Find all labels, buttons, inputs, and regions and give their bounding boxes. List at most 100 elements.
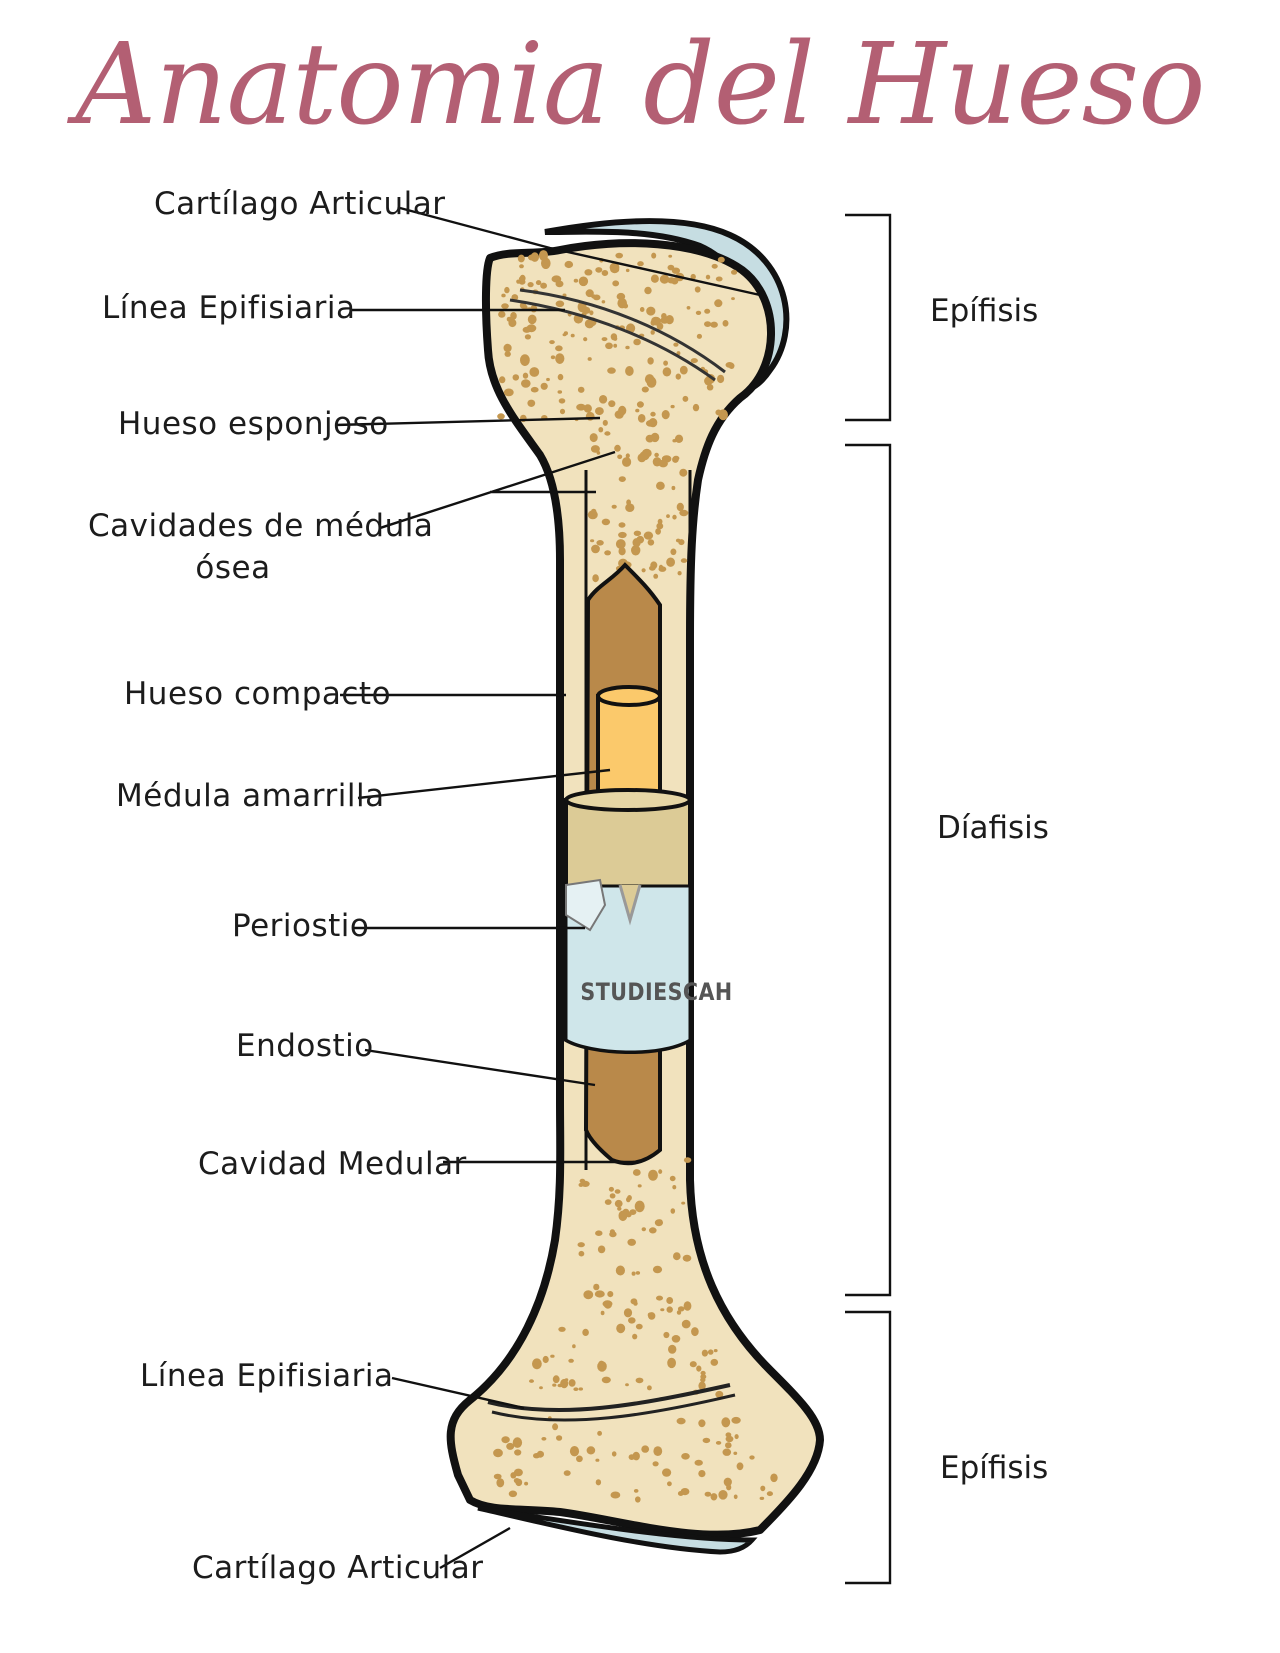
spongy-dot (667, 1481, 672, 1487)
spongy-dot (562, 333, 567, 337)
spongy-dot (672, 514, 677, 520)
spongy-dot (718, 1490, 728, 1500)
spongy-dot (493, 1448, 503, 1458)
spongy-dot (618, 531, 627, 539)
spongy-dot (607, 367, 616, 374)
spongy-dot (540, 382, 548, 390)
spongy-dot (517, 254, 525, 263)
spongy-dot (618, 405, 627, 416)
spongy-dot (595, 267, 603, 273)
spongy-dot (705, 274, 711, 280)
spongy-dot (601, 300, 606, 304)
spongy-dot (651, 316, 661, 324)
spongy-dot (766, 1491, 774, 1497)
spongy-dot (666, 1306, 673, 1313)
spongy-dot (731, 297, 735, 301)
spongy-dot (690, 273, 696, 280)
spongy-dot (510, 1472, 517, 1479)
spongy-dot (572, 1344, 576, 1349)
spongy-dot (717, 256, 725, 263)
spongy-dot (622, 457, 632, 467)
periosteum-notch (618, 884, 642, 926)
leader-endostio (364, 1048, 596, 1087)
spongy-dot (563, 1470, 571, 1476)
bracket-epifisis-top (845, 213, 892, 422)
spongy-dot (715, 1441, 722, 1445)
spongy-dot (607, 1291, 614, 1298)
spongy-dot (557, 390, 563, 394)
spongy-dot (555, 345, 563, 352)
spongy-dot (617, 1206, 622, 1211)
spongy-dot (635, 1271, 641, 1275)
spongy-dot (618, 522, 626, 528)
spongy-dot (661, 410, 670, 420)
spongy-dot (662, 367, 672, 377)
spongy-dot (529, 367, 540, 377)
spongy-dot (549, 340, 555, 345)
spongy-dot (647, 357, 654, 365)
spongy-dot (589, 433, 598, 443)
spongy-dot (677, 1306, 685, 1312)
spongy-dot (595, 1458, 600, 1462)
label-cavidad-medular: Cavidad Medular (198, 1146, 467, 1182)
spongy-dot (601, 518, 611, 526)
spongy-dot (611, 1451, 617, 1457)
spongy-dot (637, 414, 646, 423)
spongy-dot (613, 343, 618, 348)
spongy-dot (578, 276, 589, 287)
spongy-dot (658, 459, 668, 468)
spongy-dot (617, 298, 627, 309)
spongy-dot (602, 419, 608, 426)
spongy-dot (625, 268, 630, 273)
spongy-dot (637, 1184, 642, 1188)
spongy-dot (669, 1175, 676, 1182)
periosteum-flap (565, 878, 607, 932)
spongy-dot (726, 1484, 732, 1491)
spongy-dot (564, 1378, 569, 1382)
spongy-dot (722, 1448, 732, 1456)
spongy-dot (609, 1193, 616, 1199)
spongy-dot (733, 1451, 738, 1456)
spongy-dot (632, 1333, 638, 1340)
spongy-dot (704, 321, 712, 327)
spongy-dot (760, 1485, 766, 1492)
leader-cartilago-top (399, 206, 761, 297)
spongy-dot (733, 1494, 738, 1500)
spongy-dot (596, 540, 604, 546)
spongy-dot (668, 1344, 677, 1354)
spongy-dot (601, 1376, 611, 1384)
spongy-dot (608, 400, 616, 408)
spongy-dot (637, 261, 644, 267)
label-cavidades-medula: Cavidades de médula ósea (88, 508, 433, 586)
leader-cavidades (379, 450, 616, 530)
spongy-dot (573, 1387, 579, 1391)
spongy-dot (622, 1208, 630, 1214)
spongy-dot (633, 338, 641, 346)
spongy-dot (605, 342, 613, 350)
spongy-dot (660, 317, 670, 324)
spongy-dot (653, 1446, 663, 1456)
spongy-dot (681, 1453, 690, 1460)
spongy-dot (594, 1290, 605, 1298)
spongy-dot (590, 508, 597, 516)
spongy-dot (521, 379, 531, 388)
spongy-dot (501, 293, 506, 298)
spongy-dot (627, 1238, 636, 1246)
spongy-dot (647, 1312, 653, 1318)
spongy-dot (532, 1358, 542, 1370)
label-hueso-esponjoso: Hueso esponjoso (118, 406, 389, 442)
spongy-dot (592, 294, 601, 301)
spongy-dot (539, 250, 548, 261)
spongy-dot (535, 280, 542, 286)
spongy-dot (636, 401, 644, 408)
spongy-dot (725, 362, 734, 368)
label-hueso-compacto: Hueso compacto (124, 676, 392, 712)
spongy-dot (731, 269, 738, 275)
spongy-dot (518, 276, 524, 281)
spongy-dot (676, 1417, 686, 1425)
spongy-dot (675, 373, 681, 380)
spongy-dot (582, 1328, 589, 1336)
spongy-dot (658, 564, 664, 570)
spongy-dot (759, 1496, 765, 1500)
